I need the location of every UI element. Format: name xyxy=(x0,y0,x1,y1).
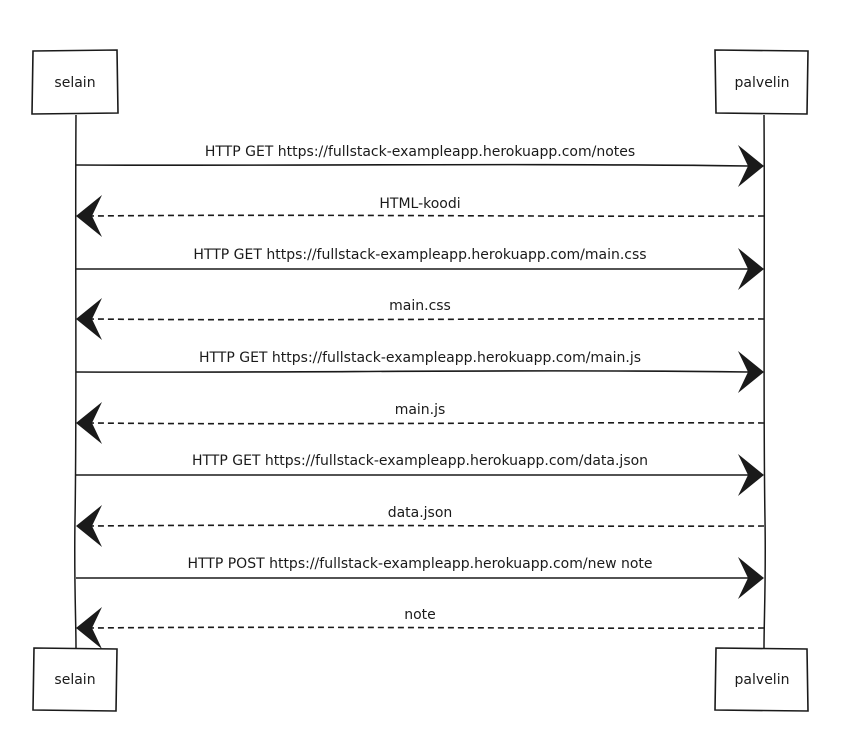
message-arrow-line xyxy=(75,370,749,373)
participant-box xyxy=(714,49,809,115)
message-label: HTML-koodi xyxy=(379,196,460,212)
message-label: data.json xyxy=(388,505,453,521)
arrow-head xyxy=(76,607,102,649)
arrow-head xyxy=(738,145,764,187)
participant-label: palvelin xyxy=(735,672,790,688)
message-5: HTTP GET https://fullstack-exampleapp.he… xyxy=(75,350,764,393)
participant-label: selain xyxy=(54,75,95,91)
arrow-head xyxy=(738,248,764,290)
message-3: HTTP GET https://fullstack-exampleapp.he… xyxy=(75,247,764,290)
participant-box xyxy=(32,647,118,712)
message-label: note xyxy=(404,607,436,623)
message-label: HTTP GET https://fullstack-exampleapp.he… xyxy=(205,144,635,160)
participant-top-selain: selain xyxy=(31,49,119,115)
arrow-head xyxy=(76,298,102,340)
arrow-head xyxy=(738,351,764,393)
arrow-head xyxy=(738,557,764,599)
message-arrow-line xyxy=(91,214,765,218)
message-arrow-line xyxy=(91,524,765,528)
message-arrow-line xyxy=(75,576,749,580)
message-arrow-line xyxy=(91,317,765,321)
arrow-head xyxy=(76,402,102,444)
message-9: HTTP POST https://fullstack-exampleapp.h… xyxy=(75,556,764,599)
message-10: note xyxy=(76,607,765,649)
message-4: main.css xyxy=(76,298,765,340)
participant-box xyxy=(31,49,119,115)
participant-bottom-palvelin: palvelin xyxy=(714,647,809,712)
message-6: main.js xyxy=(76,402,765,444)
participant-box xyxy=(714,647,809,712)
message-arrow-line xyxy=(91,626,765,630)
participant-top-palvelin: palvelin xyxy=(714,49,809,115)
message-8: data.json xyxy=(76,505,765,547)
message-label: HTTP GET https://fullstack-exampleapp.he… xyxy=(192,453,648,469)
lifeline-palvelin xyxy=(763,114,767,649)
lifeline-selain xyxy=(73,114,77,649)
message-label: HTTP POST https://fullstack-exampleapp.h… xyxy=(187,556,652,572)
message-arrow-line xyxy=(91,421,765,425)
message-7: HTTP GET https://fullstack-exampleapp.he… xyxy=(75,453,764,496)
message-1: HTTP GET https://fullstack-exampleapp.he… xyxy=(75,144,764,187)
participant-label: palvelin xyxy=(735,75,790,91)
message-label: HTTP GET https://fullstack-exampleapp.he… xyxy=(193,247,646,263)
arrow-head xyxy=(76,195,102,237)
message-arrow-line xyxy=(75,163,749,167)
participant-bottom-selain: selain xyxy=(32,647,118,712)
message-label: main.js xyxy=(395,402,446,418)
message-arrow-line xyxy=(75,473,749,477)
arrow-head xyxy=(738,454,764,496)
message-label: HTTP GET https://fullstack-exampleapp.he… xyxy=(199,350,641,366)
participant-label: selain xyxy=(54,672,95,688)
message-arrow-line xyxy=(75,267,749,271)
arrow-head xyxy=(76,505,102,547)
message-label: main.css xyxy=(389,298,451,314)
message-2: HTML-koodi xyxy=(76,195,765,237)
